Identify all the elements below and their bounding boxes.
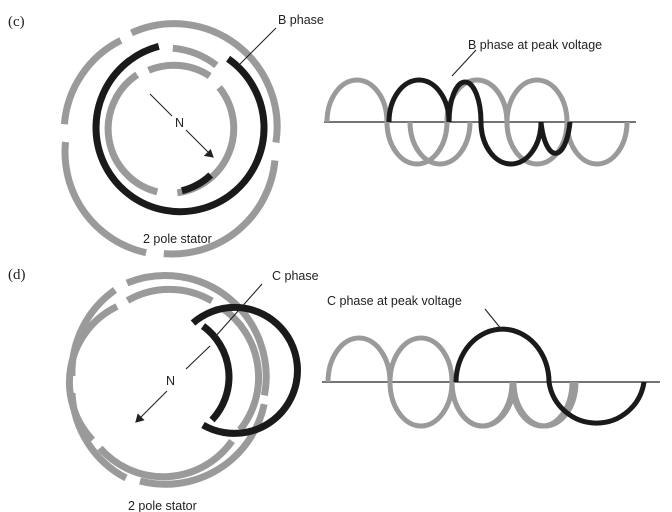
phase-label-d: C phase xyxy=(272,269,319,283)
stator-diagram-c xyxy=(60,20,281,258)
waveform-c3-c xyxy=(564,121,630,167)
phase-leader-line-c xyxy=(239,27,277,65)
b-phase-wave-c xyxy=(386,77,573,167)
waveform-diagram-c xyxy=(324,77,636,167)
waveform-a-d xyxy=(325,335,455,383)
c-phase-winding-d xyxy=(190,303,301,437)
waveform-c2-c xyxy=(504,77,570,123)
middle-winding-ring-d xyxy=(66,285,263,481)
wave-leader-line-d xyxy=(484,308,503,331)
c-phase-wave-d xyxy=(453,326,647,426)
outer-winding-ring-d xyxy=(68,272,270,488)
wave-label-d: C phase at peak voltage xyxy=(327,294,462,308)
pole-label-d: N xyxy=(166,374,175,388)
waveform-diagram-d xyxy=(322,326,660,429)
stator-diagram-d xyxy=(66,272,301,488)
b-phase-wave-mid-c xyxy=(446,79,484,123)
outer-winding-ring-c xyxy=(60,20,281,258)
panel-label-c: (c) xyxy=(8,14,25,30)
phase-label-c: B phase xyxy=(278,13,324,27)
pole-label-c: N xyxy=(175,116,184,130)
b-phase-winding-c xyxy=(92,43,268,216)
waveform-c4-c xyxy=(407,121,473,167)
wave-label-c: B phase at peak voltage xyxy=(468,38,602,52)
stator-caption-c: 2 pole stator xyxy=(143,232,212,246)
panel-d: (d) xyxy=(8,267,660,512)
wave-leader-line-c xyxy=(451,49,477,77)
stator-caption-d: 2 pole stator xyxy=(128,499,197,512)
panel-label-d: (d) xyxy=(8,267,26,283)
magnet-arrow-c xyxy=(149,93,214,158)
phase-leader-line-d xyxy=(214,283,263,338)
waveform-b2-d xyxy=(449,381,575,429)
panel-c: (c) xyxy=(8,13,636,258)
magnet-arrow-d xyxy=(135,345,211,423)
inner-winding-ring-c xyxy=(104,61,238,197)
